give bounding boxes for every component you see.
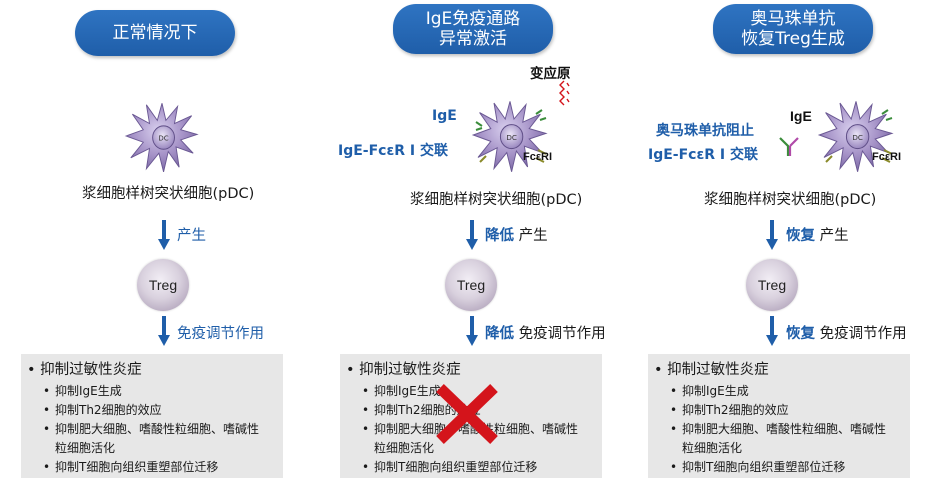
title-pill-normal: 正常情况下 [75, 10, 235, 56]
arrow-label-regulation: 降低 免疫调节作用 [485, 326, 606, 342]
arrow-label-regulation: 恢复 免疫调节作用 [786, 326, 907, 342]
allergen-label: 变应原 [530, 66, 571, 82]
list-item: 抑制Th2细胞的效应 [43, 401, 268, 420]
treg-cell-icon: Treg [746, 259, 798, 311]
title-line: 恢复Treg生成 [741, 29, 845, 49]
dc-label: 浆细胞样树突状细胞(pDC) [410, 192, 583, 208]
title-line: 奥马珠单抗 [750, 9, 836, 29]
block-label: 奥马珠单抗阻止 [656, 123, 754, 139]
treg-label: Treg [456, 277, 486, 293]
receptor-icon [475, 109, 547, 163]
list-item: 抑制T细胞向组织重塑部位迁移 [670, 458, 895, 477]
arrow-label-regulation: 免疫调节作用 [177, 326, 264, 342]
effects-box: • 抑制过敏性炎症 抑制IgE生成 抑制Th2细胞的效应 抑制肥大细胞、嗜酸性粒… [21, 354, 283, 478]
receptor-label: FcεRI [872, 151, 902, 163]
title-line: 异常激活 [439, 29, 507, 49]
dendritic-cell-icon [125, 102, 198, 173]
list-item: 抑制肥大细胞、嗜酸性粒细胞、嗜碱性粒细胞活化 [43, 420, 268, 458]
red-x-icon [436, 384, 498, 444]
effects-box: • 抑制过敏性炎症 抑制IgE生成 抑制Th2细胞的效应 抑制肥大细胞、嗜酸性粒… [648, 354, 910, 478]
title-line: 正常情况下 [112, 23, 198, 43]
down-arrow-icon [766, 220, 778, 250]
list-item: 抑制肥大细胞、嗜酸性粒细胞、嗜碱性粒细胞活化 [670, 420, 895, 458]
box-heading: • 抑制过敏性炎症 [346, 362, 461, 378]
down-arrow-icon [466, 316, 478, 346]
dc-label: 浆细胞样树突状细胞(pDC) [82, 186, 255, 202]
title-line: IgE免疫通路 [425, 9, 521, 29]
arrow-label-produce: 降低 产生 [485, 228, 548, 244]
list-item: 抑制IgE生成 [43, 382, 268, 401]
ige-label: IgE [432, 108, 457, 124]
title-pill-omalizumab: 奥马珠单抗 恢复Treg生成 [713, 4, 873, 54]
crosslink-label: IgE-FcεR Ⅰ 交联 [648, 147, 758, 163]
treg-cell-icon: Treg [445, 259, 497, 311]
receptor-icon [825, 109, 893, 163]
treg-label: Treg [757, 277, 787, 293]
effects-list: 抑制IgE生成 抑制Th2细胞的效应 抑制肥大细胞、嗜酸性粒细胞、嗜碱性粒细胞活… [670, 382, 895, 477]
down-arrow-icon [158, 316, 170, 346]
list-item: 抑制Th2细胞的效应 [670, 401, 895, 420]
list-item: 抑制T细胞向组织重塑部位迁移 [362, 458, 587, 477]
list-item: 抑制IgE生成 [362, 382, 587, 401]
down-arrow-icon [466, 220, 478, 250]
column-normal: 正常情况下 浆细胞样树突状细胞(pDC) 产生 Treg 免疫调节作用 • 抑制… [5, 0, 305, 485]
allergen-icon [559, 80, 570, 106]
ige-label: IgE [790, 108, 812, 124]
title-pill-ige: IgE免疫通路 异常激活 [393, 4, 553, 54]
arrow-label-produce: 产生 [177, 228, 206, 244]
treg-label: Treg [148, 277, 178, 293]
arrow-label-produce: 恢复 产生 [786, 228, 849, 244]
column-ige-activation: IgE免疫通路 异常激活 变应原 IgE IgE-FcεR Ⅰ 交联 FcεRI… [318, 0, 618, 485]
down-arrow-icon [766, 316, 778, 346]
list-item: 抑制T细胞向组织重塑部位迁移 [43, 458, 268, 477]
receptor-label: FcεRI [523, 151, 553, 163]
crosslink-label: IgE-FcεR Ⅰ 交联 [338, 143, 448, 159]
down-arrow-icon [158, 220, 170, 250]
box-heading: • 抑制过敏性炎症 [27, 362, 142, 378]
box-heading: • 抑制过敏性炎症 [654, 362, 769, 378]
column-omalizumab: 奥马珠单抗 恢复Treg生成 奥马珠单抗阻止 IgE-FcεR Ⅰ 交联 IgE… [628, 0, 928, 485]
effects-list: 抑制IgE生成 抑制Th2细胞的效应 抑制肥大细胞、嗜酸性粒细胞、嗜碱性粒细胞活… [43, 382, 268, 477]
effects-box: • 抑制过敏性炎症 抑制IgE生成 抑制Th2细胞的效应 抑制肥大细胞、嗜酸性粒… [340, 354, 602, 478]
list-item: 抑制IgE生成 [670, 382, 895, 401]
treg-cell-icon: Treg [137, 259, 189, 311]
dc-label: 浆细胞样树突状细胞(pDC) [704, 192, 877, 208]
antibody-icon [779, 137, 799, 156]
